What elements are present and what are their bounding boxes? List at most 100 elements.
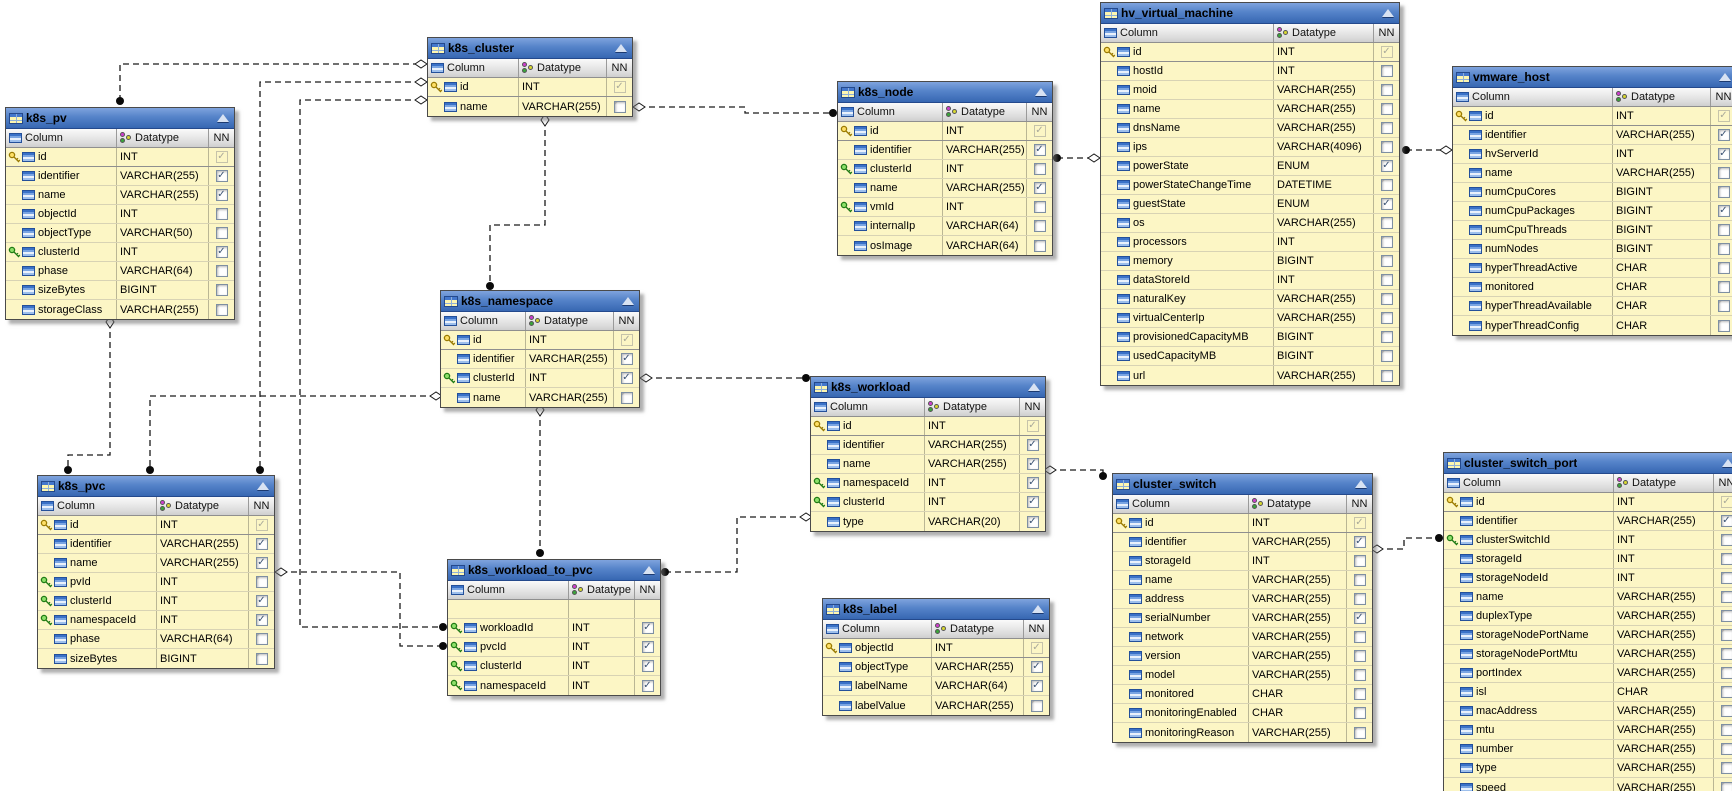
column-nn-cell (1373, 100, 1399, 118)
column-nn-cell (1373, 271, 1399, 289)
column-icon (827, 459, 840, 469)
column-nn-cell (1373, 138, 1399, 156)
column-nn-cell (1710, 183, 1732, 201)
datatype-header-label: Datatype (544, 315, 589, 327)
collapse-icon[interactable] (1722, 459, 1732, 467)
datatype-icon (928, 401, 941, 413)
column-nn-cell: ✓ (1026, 122, 1052, 140)
column-datatype-cell: VARCHAR(255) (518, 97, 606, 116)
column-datatype-cell: BIGINT (156, 649, 248, 668)
column-name-cell: dataStoreId (1101, 271, 1273, 289)
column-name-cell: pvcId (448, 638, 568, 656)
foreign-key-icon (6, 246, 22, 259)
column-name-cell: clusterSwitchId (1444, 531, 1613, 549)
column-icon (464, 680, 477, 691)
column-datatype: INT (572, 622, 590, 634)
nn-checkbox (1720, 648, 1732, 660)
collapse-icon[interactable] (1035, 88, 1047, 96)
nn-checkbox (1353, 631, 1366, 643)
column-datatype-cell: INT (525, 369, 613, 387)
column-icon (1117, 161, 1130, 171)
column-datatype: VARCHAR(255) (1617, 705, 1696, 717)
column-name: url (1133, 369, 1146, 382)
column-datatype-cell: BIGINT (116, 281, 208, 299)
column-datatype: INT (1617, 572, 1635, 584)
column-name: namespaceId (843, 477, 910, 489)
collapse-icon[interactable] (257, 482, 269, 490)
relationship-line (535, 403, 545, 557)
column-datatype: VARCHAR(255) (1277, 293, 1356, 305)
nn-checkbox: ✓ (1033, 182, 1046, 194)
column-name-cell: storageClass (6, 300, 116, 319)
collapse-icon[interactable] (1382, 9, 1394, 17)
column-icon (1447, 478, 1460, 488)
column-datatype: VARCHAR(255) (1277, 369, 1356, 382)
collapse-icon[interactable] (615, 44, 627, 52)
column-name: powerState (1133, 160, 1189, 172)
nn-checkbox (1033, 239, 1046, 252)
column-icon (54, 539, 67, 549)
collapse-icon[interactable] (217, 114, 229, 122)
column-datatype-cell: INT (116, 243, 208, 261)
nn-checkbox: ✓ (1026, 458, 1039, 470)
collapse-icon[interactable] (1028, 383, 1040, 391)
column-datatype-cell: INT (1612, 107, 1710, 125)
column-datatype-cell: INT (568, 619, 634, 637)
column-nn-cell: ✓ (1346, 514, 1372, 532)
column-nn-cell (1713, 702, 1732, 720)
column-datatype-cell: DATETIME (1273, 176, 1373, 194)
collapse-icon[interactable] (622, 297, 634, 305)
column-datatype-cell: INT (568, 676, 634, 695)
column-nn-cell: ✓ (1019, 455, 1045, 473)
column-name: clusterId (843, 496, 885, 508)
column-name-cell: id (441, 331, 525, 349)
collapse-icon[interactable] (643, 566, 655, 574)
column-name-cell: id (811, 417, 924, 435)
column-nn-cell: ✓ (1346, 609, 1372, 627)
column-nn-cell: ✓ (1346, 533, 1372, 551)
column-datatype-cell: VARCHAR(255) (1613, 721, 1713, 739)
collapse-icon[interactable] (1719, 73, 1731, 81)
column-icon (1117, 351, 1130, 361)
column-name-cell: virtualCenterIp (1101, 309, 1273, 327)
column-datatype-cell: VARCHAR(255) (931, 696, 1023, 715)
column-datatype: INT (120, 151, 138, 163)
column-nn-cell (1373, 347, 1399, 365)
column-name-cell: identifier (441, 350, 525, 368)
collapse-icon[interactable] (1355, 480, 1367, 488)
nn-checkbox (1720, 591, 1732, 603)
nn-checkbox (1720, 572, 1732, 584)
column-name-cell: name (1113, 571, 1248, 589)
nn-checkbox (1380, 179, 1393, 191)
column-datatype-cell: CHAR (1613, 683, 1713, 701)
column-datatype-cell: CHAR (1612, 316, 1710, 335)
column-name-cell: version (1113, 647, 1248, 665)
relationship-line (632, 102, 837, 117)
column-datatype: INT (1617, 553, 1635, 565)
column-header-datatype: Datatype (1273, 24, 1373, 42)
collapse-icon[interactable] (1032, 605, 1044, 613)
column-nn-cell (1373, 290, 1399, 308)
column-name: hyperThreadActive (1485, 262, 1578, 274)
